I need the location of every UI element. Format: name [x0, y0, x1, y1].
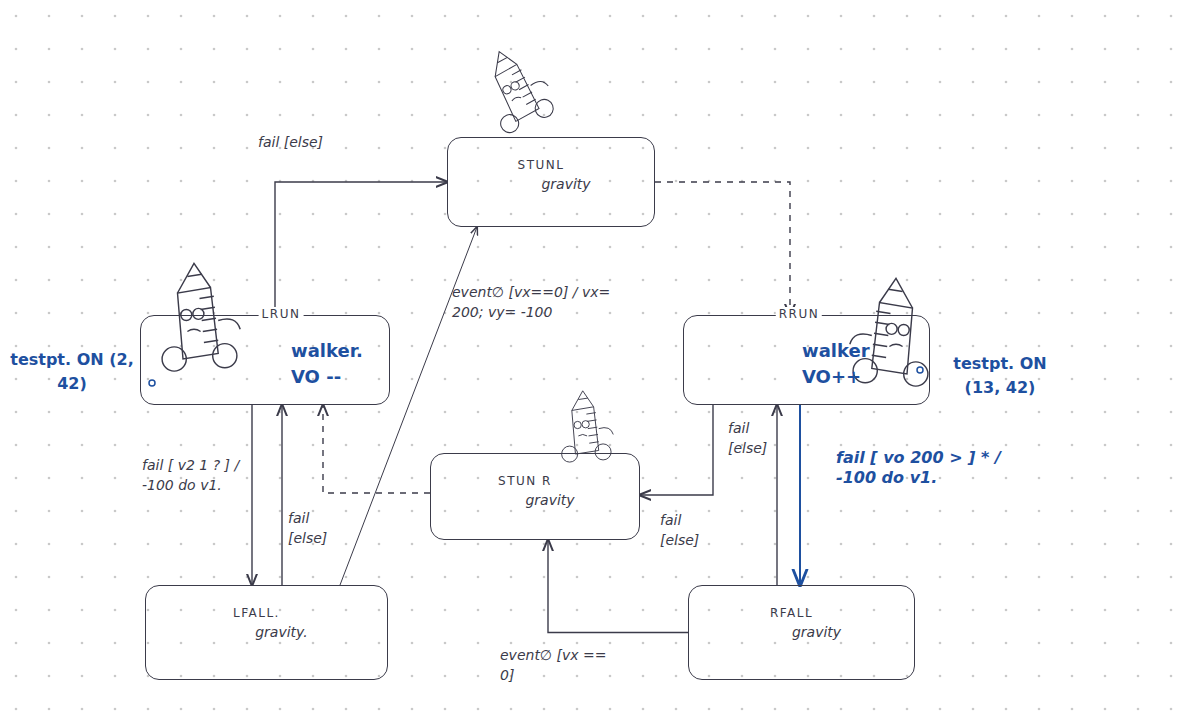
- state-box: LRUNwalker. VO --: [140, 315, 390, 405]
- transition-label: fail [ vo 200 > ] * / -100 do v1.: [836, 448, 1026, 488]
- walker-doodle: [850, 278, 928, 386]
- transition-arrow: [655, 182, 790, 315]
- state-activity: gravity: [448, 172, 654, 192]
- transition-arrow: [275, 182, 447, 315]
- state-box: LFALL.gravity.: [145, 585, 388, 680]
- state-activity: walker VO++: [802, 338, 892, 390]
- transition-label: fail [else]: [660, 510, 710, 550]
- walker-doodle: [162, 263, 240, 371]
- state-name: STUN R: [431, 454, 639, 488]
- testpoint-marker: [149, 380, 155, 386]
- testpoint-marker: [917, 367, 923, 373]
- state-activity: gravity: [431, 488, 639, 508]
- stunned-doodle: [477, 40, 559, 135]
- state-name: STUNL: [448, 138, 654, 172]
- state-box: RRUNwalker VO++: [683, 315, 930, 405]
- transition-arrow: [340, 227, 477, 585]
- state-activity: gravity.: [146, 620, 387, 640]
- transition-arrow: [281, 405, 282, 585]
- transition-arrow: [776, 405, 777, 585]
- state-name: LRUN: [259, 307, 304, 321]
- state-activity: walker. VO --: [291, 338, 381, 390]
- transition-label: event∅ [vx==0] / vx= 200; vy= -100: [452, 282, 612, 322]
- transition-label: fail [ v2 1 ? ] / -100 do v1.: [142, 455, 257, 495]
- transition-arrow: [251, 405, 252, 585]
- transition-label: event∅ [vx == 0]: [500, 645, 620, 685]
- transition-arrow: [548, 540, 688, 633]
- transition-label: fail [else]: [728, 418, 778, 458]
- transition-label: fail [else]: [288, 508, 338, 548]
- state-box: STUNLgravity: [447, 137, 655, 227]
- transition-arrow: [323, 405, 430, 493]
- transition-arrow: [640, 405, 713, 495]
- testpoint-note: testpt. ON (2, 42): [2, 348, 142, 396]
- transition-label: fail [else]: [258, 132, 368, 152]
- stunned-doodle: [562, 391, 614, 462]
- state-box: STUN Rgravity: [430, 453, 640, 540]
- state-name: RFALL: [689, 586, 914, 620]
- state-box: RFALLgravity: [688, 585, 915, 680]
- testpoint-note: testpt. ON (13, 42): [935, 352, 1065, 400]
- state-activity: gravity: [689, 620, 914, 640]
- transition-arrow: [799, 405, 801, 585]
- state-name: RRUN: [776, 307, 822, 321]
- state-name: LFALL.: [146, 586, 387, 620]
